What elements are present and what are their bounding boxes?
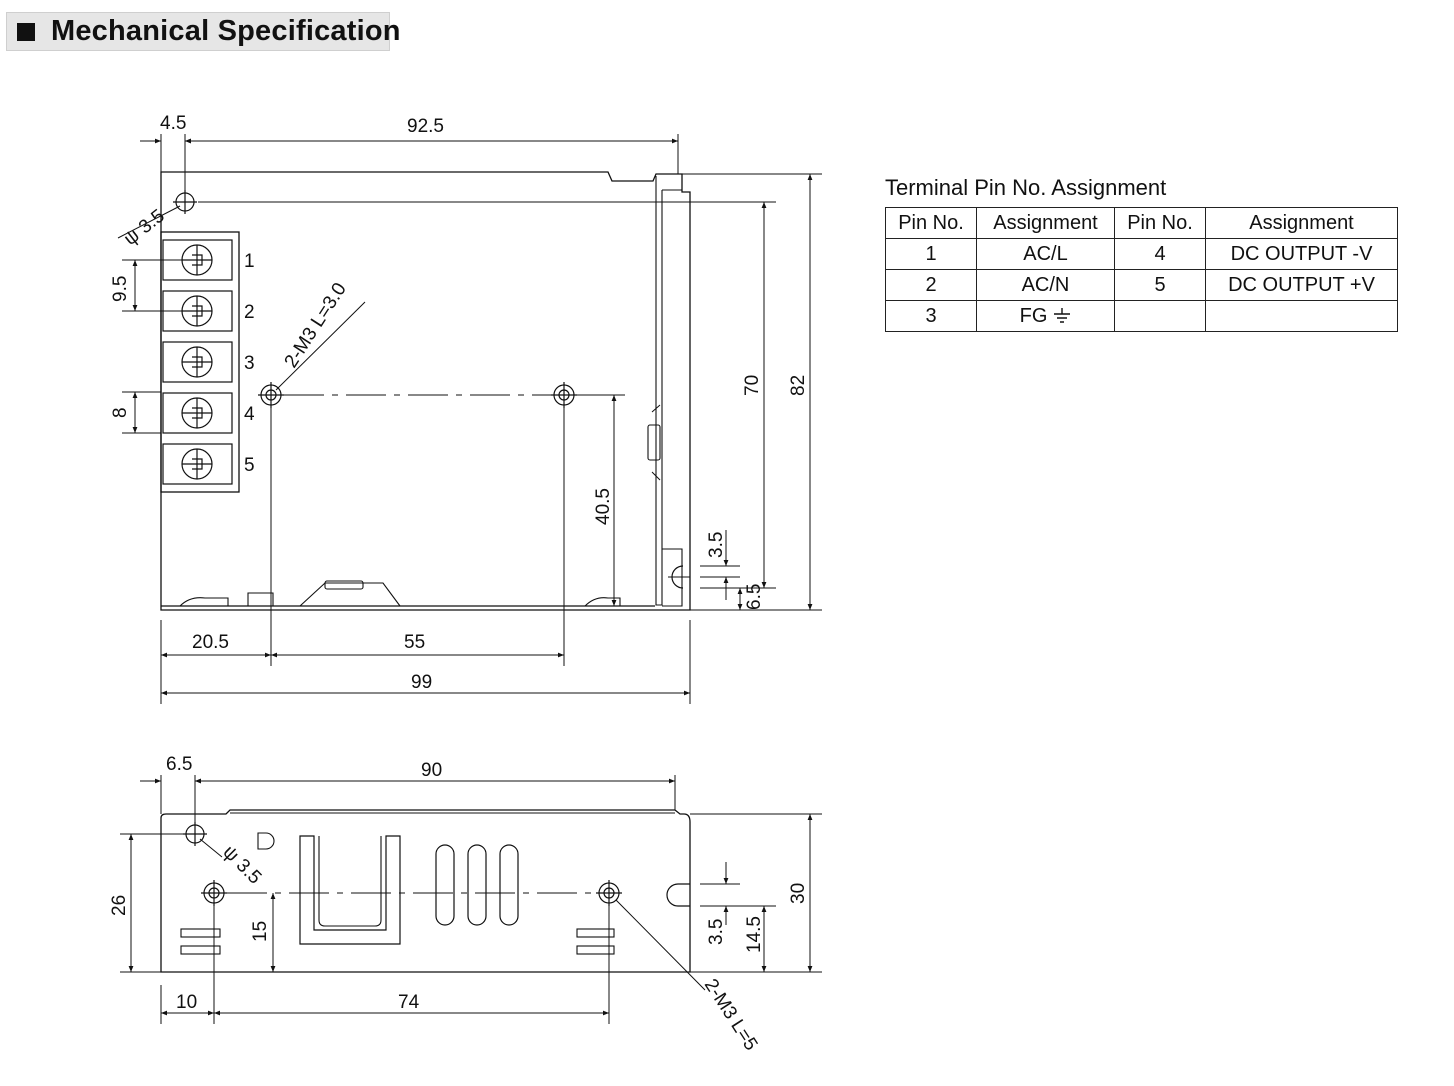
side-dim-10: 10 — [176, 992, 197, 1013]
table-cell: AC/N — [976, 269, 1115, 301]
m3-label-side: 2-M3 L=5 — [700, 975, 762, 1054]
side-m3-hole-right — [596, 880, 622, 906]
table-cell: AC/L — [976, 238, 1115, 270]
dim-82: 82 — [788, 375, 809, 396]
terminal-number-5: 5 — [244, 455, 255, 476]
section-header: Mechanical Specification — [6, 12, 400, 51]
side-mount-hole — [183, 822, 207, 846]
fg-label: FG — [1019, 304, 1048, 327]
table-cell — [1205, 300, 1398, 332]
side-dim-15: 15 — [250, 921, 271, 942]
dim-70: 70 — [742, 375, 763, 396]
side-dim-3-5: 3.5 — [706, 919, 727, 945]
side-dim-30: 30 — [788, 883, 809, 904]
table-cell: 4 — [1114, 238, 1206, 270]
dim-3-5-top: 3.5 — [706, 532, 727, 558]
dim-92-5: 92.5 — [407, 116, 444, 137]
ground-icon — [1054, 308, 1071, 323]
top-view-outline — [160, 171, 691, 611]
terminal-number-1: 1 — [244, 251, 255, 272]
side-dim-26: 26 — [109, 895, 130, 916]
table-row: 1 AC/L 4 DC OUTPUT -V — [885, 238, 1398, 270]
table-cell: 2 — [885, 269, 977, 301]
terminal-pin-table-section: Terminal Pin No. Assignment Pin No. Assi… — [885, 175, 1398, 332]
terminal-number-4: 4 — [244, 404, 255, 425]
side-view-dimensions — [120, 775, 822, 1024]
dim-55: 55 — [404, 632, 425, 653]
table-header-row: Pin No. Assignment Pin No. Assignment — [885, 207, 1398, 239]
top-view-dimensions — [117, 134, 822, 704]
dim-20-5: 20.5 — [192, 632, 229, 653]
terminal-screws — [162, 239, 233, 485]
table-row: 3 FG — [885, 300, 1398, 332]
terminal-pin-table: Pin No. Assignment Pin No. Assignment 1 … — [885, 207, 1398, 332]
side-m3-hole-left — [201, 880, 227, 906]
terminal-number-2: 2 — [244, 302, 255, 323]
header-assignment-2: Assignment — [1205, 207, 1398, 239]
dim-6-5-top: 6.5 — [744, 584, 765, 610]
section-title: Mechanical Specification — [51, 15, 401, 47]
top-mount-hole — [173, 190, 197, 214]
side-dim-6-5: 6.5 — [166, 754, 192, 775]
m3-hole-right — [551, 382, 577, 408]
table-cell: DC OUTPUT -V — [1205, 238, 1398, 270]
table-cell: 5 — [1114, 269, 1206, 301]
terminal-number-3: 3 — [244, 353, 255, 374]
header-assignment-1: Assignment — [976, 207, 1115, 239]
top-view — [160, 171, 691, 611]
side-view — [160, 809, 691, 973]
m3-label-top: 2-M3 L=3.0 — [281, 279, 351, 372]
header-pin-no-1: Pin No. — [885, 207, 977, 239]
table-cell-fg: FG — [976, 300, 1115, 332]
table-row: 2 AC/N 5 DC OUTPUT +V — [885, 269, 1398, 301]
side-dim-90: 90 — [421, 760, 442, 781]
dim-8: 8 — [110, 407, 131, 418]
terminal-block — [160, 231, 240, 493]
table-cell: DC OUTPUT +V — [1205, 269, 1398, 301]
dim-4-5: 4.5 — [160, 113, 186, 134]
dim-99: 99 — [411, 672, 432, 693]
table-cell: 1 — [885, 238, 977, 270]
header-pin-no-2: Pin No. — [1114, 207, 1206, 239]
side-dim-14-5: 14.5 — [744, 916, 765, 953]
table-cell — [1114, 300, 1206, 332]
table-cell: 3 — [885, 300, 977, 332]
dim-40-5: 40.5 — [593, 488, 614, 525]
dim-9-5: 9.5 — [110, 276, 131, 302]
m3-hole-left — [258, 382, 284, 408]
side-view-outline — [160, 809, 691, 973]
side-dim-74: 74 — [398, 992, 420, 1013]
bullet-square-icon — [17, 23, 35, 41]
pin-table-title: Terminal Pin No. Assignment — [885, 175, 1167, 200]
